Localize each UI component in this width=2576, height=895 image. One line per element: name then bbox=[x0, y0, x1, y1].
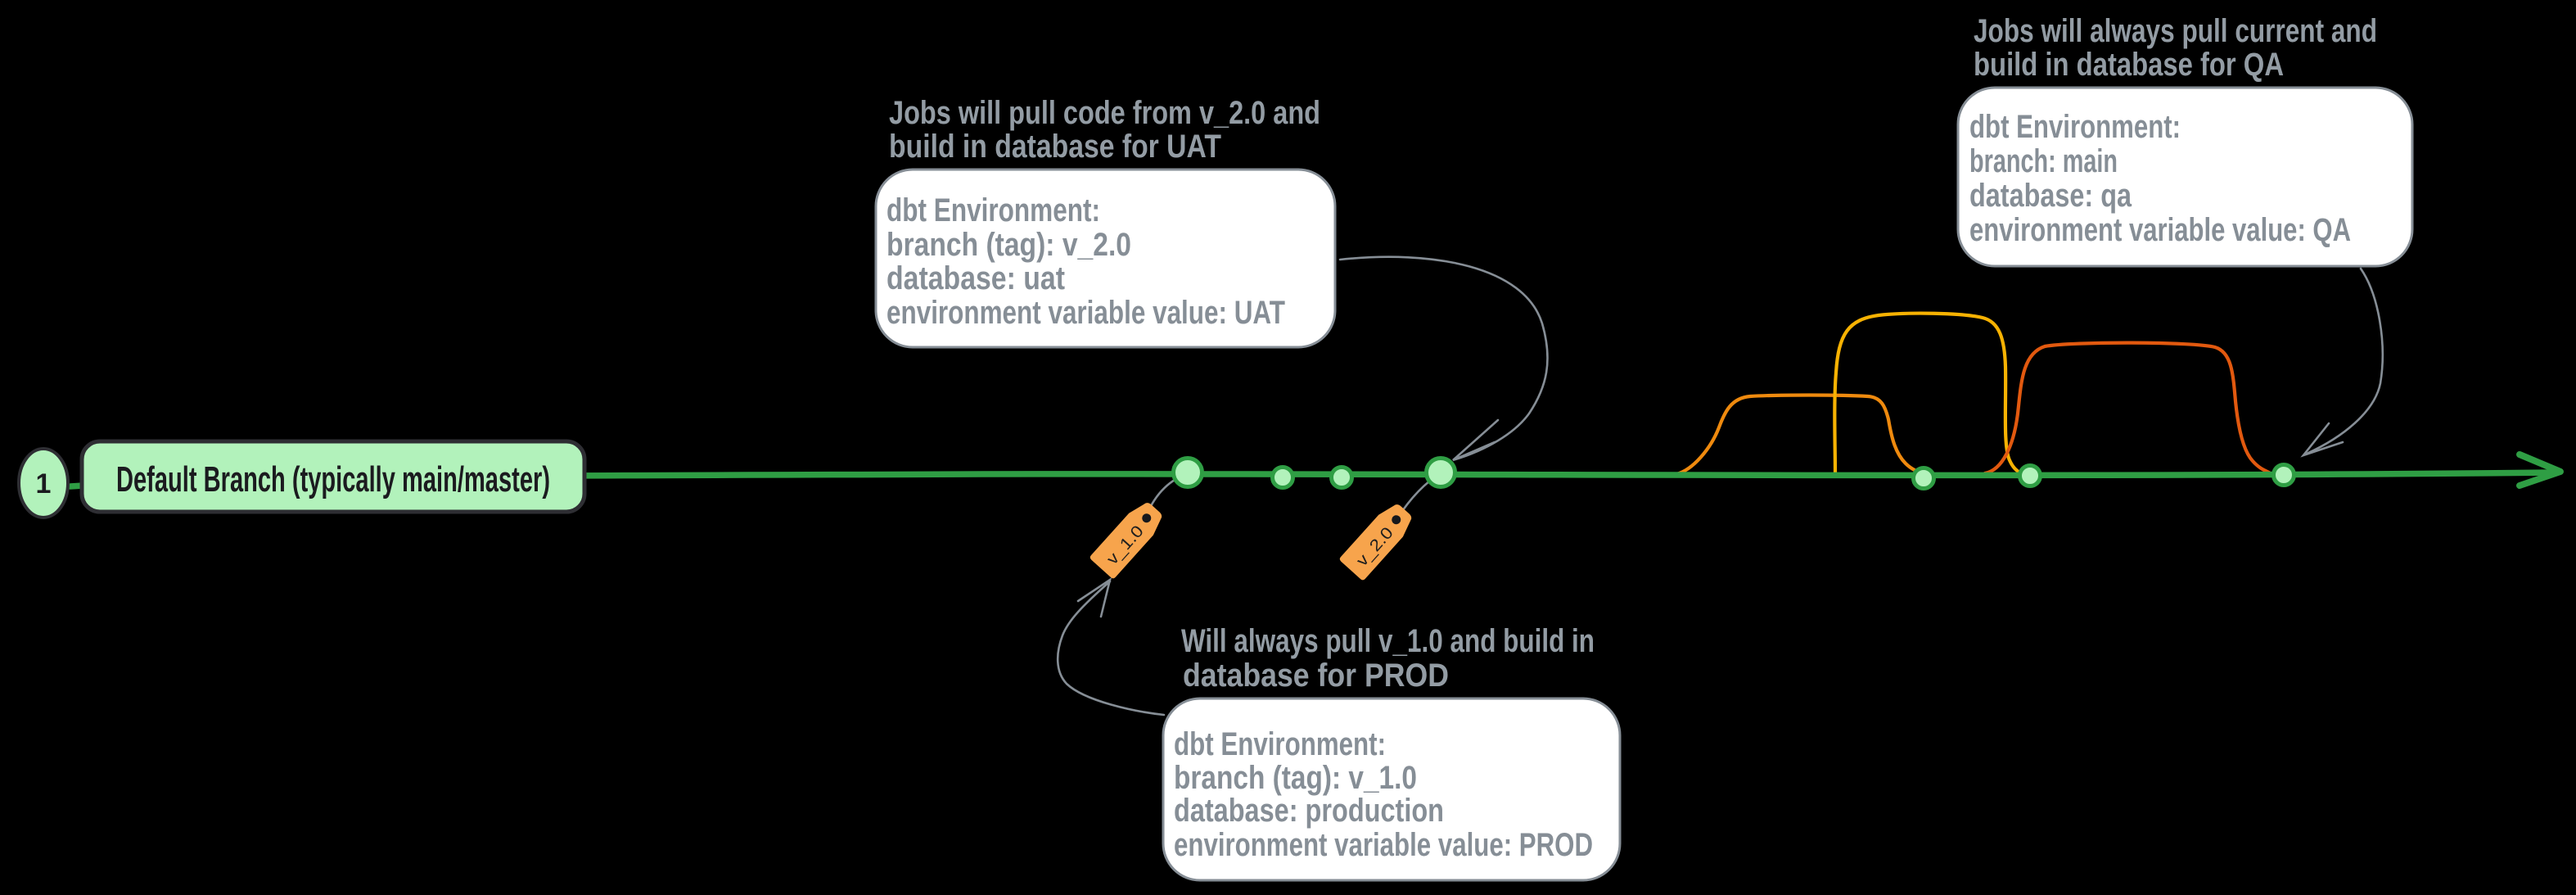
svg-text:database: production: database: production bbox=[1174, 793, 1444, 829]
svg-text:branch (tag): v_1.0: branch (tag): v_1.0 bbox=[1174, 760, 1417, 796]
svg-text:Default Branch (typically main: Default Branch (typically main/master) bbox=[116, 459, 550, 499]
svg-text:database: qa: database: qa bbox=[1969, 178, 2132, 214]
svg-text:dbt Environment:: dbt Environment: bbox=[886, 192, 1100, 228]
svg-text:build in database for UAT: build in database for UAT bbox=[889, 129, 1221, 165]
svg-text:environment variable value: UA: environment variable value: UAT bbox=[886, 295, 1285, 331]
svg-text:dbt Environment:: dbt Environment: bbox=[1969, 109, 2181, 145]
svg-text:Jobs will pull code from v_2.0: Jobs will pull code from v_2.0 and bbox=[889, 95, 1320, 131]
svg-text:branch: main: branch: main bbox=[1969, 143, 2118, 179]
svg-text:database for PROD: database for PROD bbox=[1183, 658, 1449, 694]
svg-text:dbt Environment:: dbt Environment: bbox=[1174, 726, 1386, 762]
svg-text:database: uat: database: uat bbox=[886, 260, 1065, 296]
svg-text:Jobs will always pull current: Jobs will always pull current and bbox=[1974, 13, 2377, 49]
svg-text:1: 1 bbox=[36, 468, 52, 499]
svg-text:environment variable value: QA: environment variable value: QA bbox=[1969, 212, 2351, 248]
svg-text:build in database for QA: build in database for QA bbox=[1974, 47, 2284, 83]
svg-text:Will always pull v_1.0 and bui: Will always pull v_1.0 and build in bbox=[1181, 623, 1595, 659]
svg-text:branch (tag): v_2.0: branch (tag): v_2.0 bbox=[886, 227, 1131, 263]
svg-text:environment variable value: PR: environment variable value: PROD bbox=[1174, 827, 1593, 863]
